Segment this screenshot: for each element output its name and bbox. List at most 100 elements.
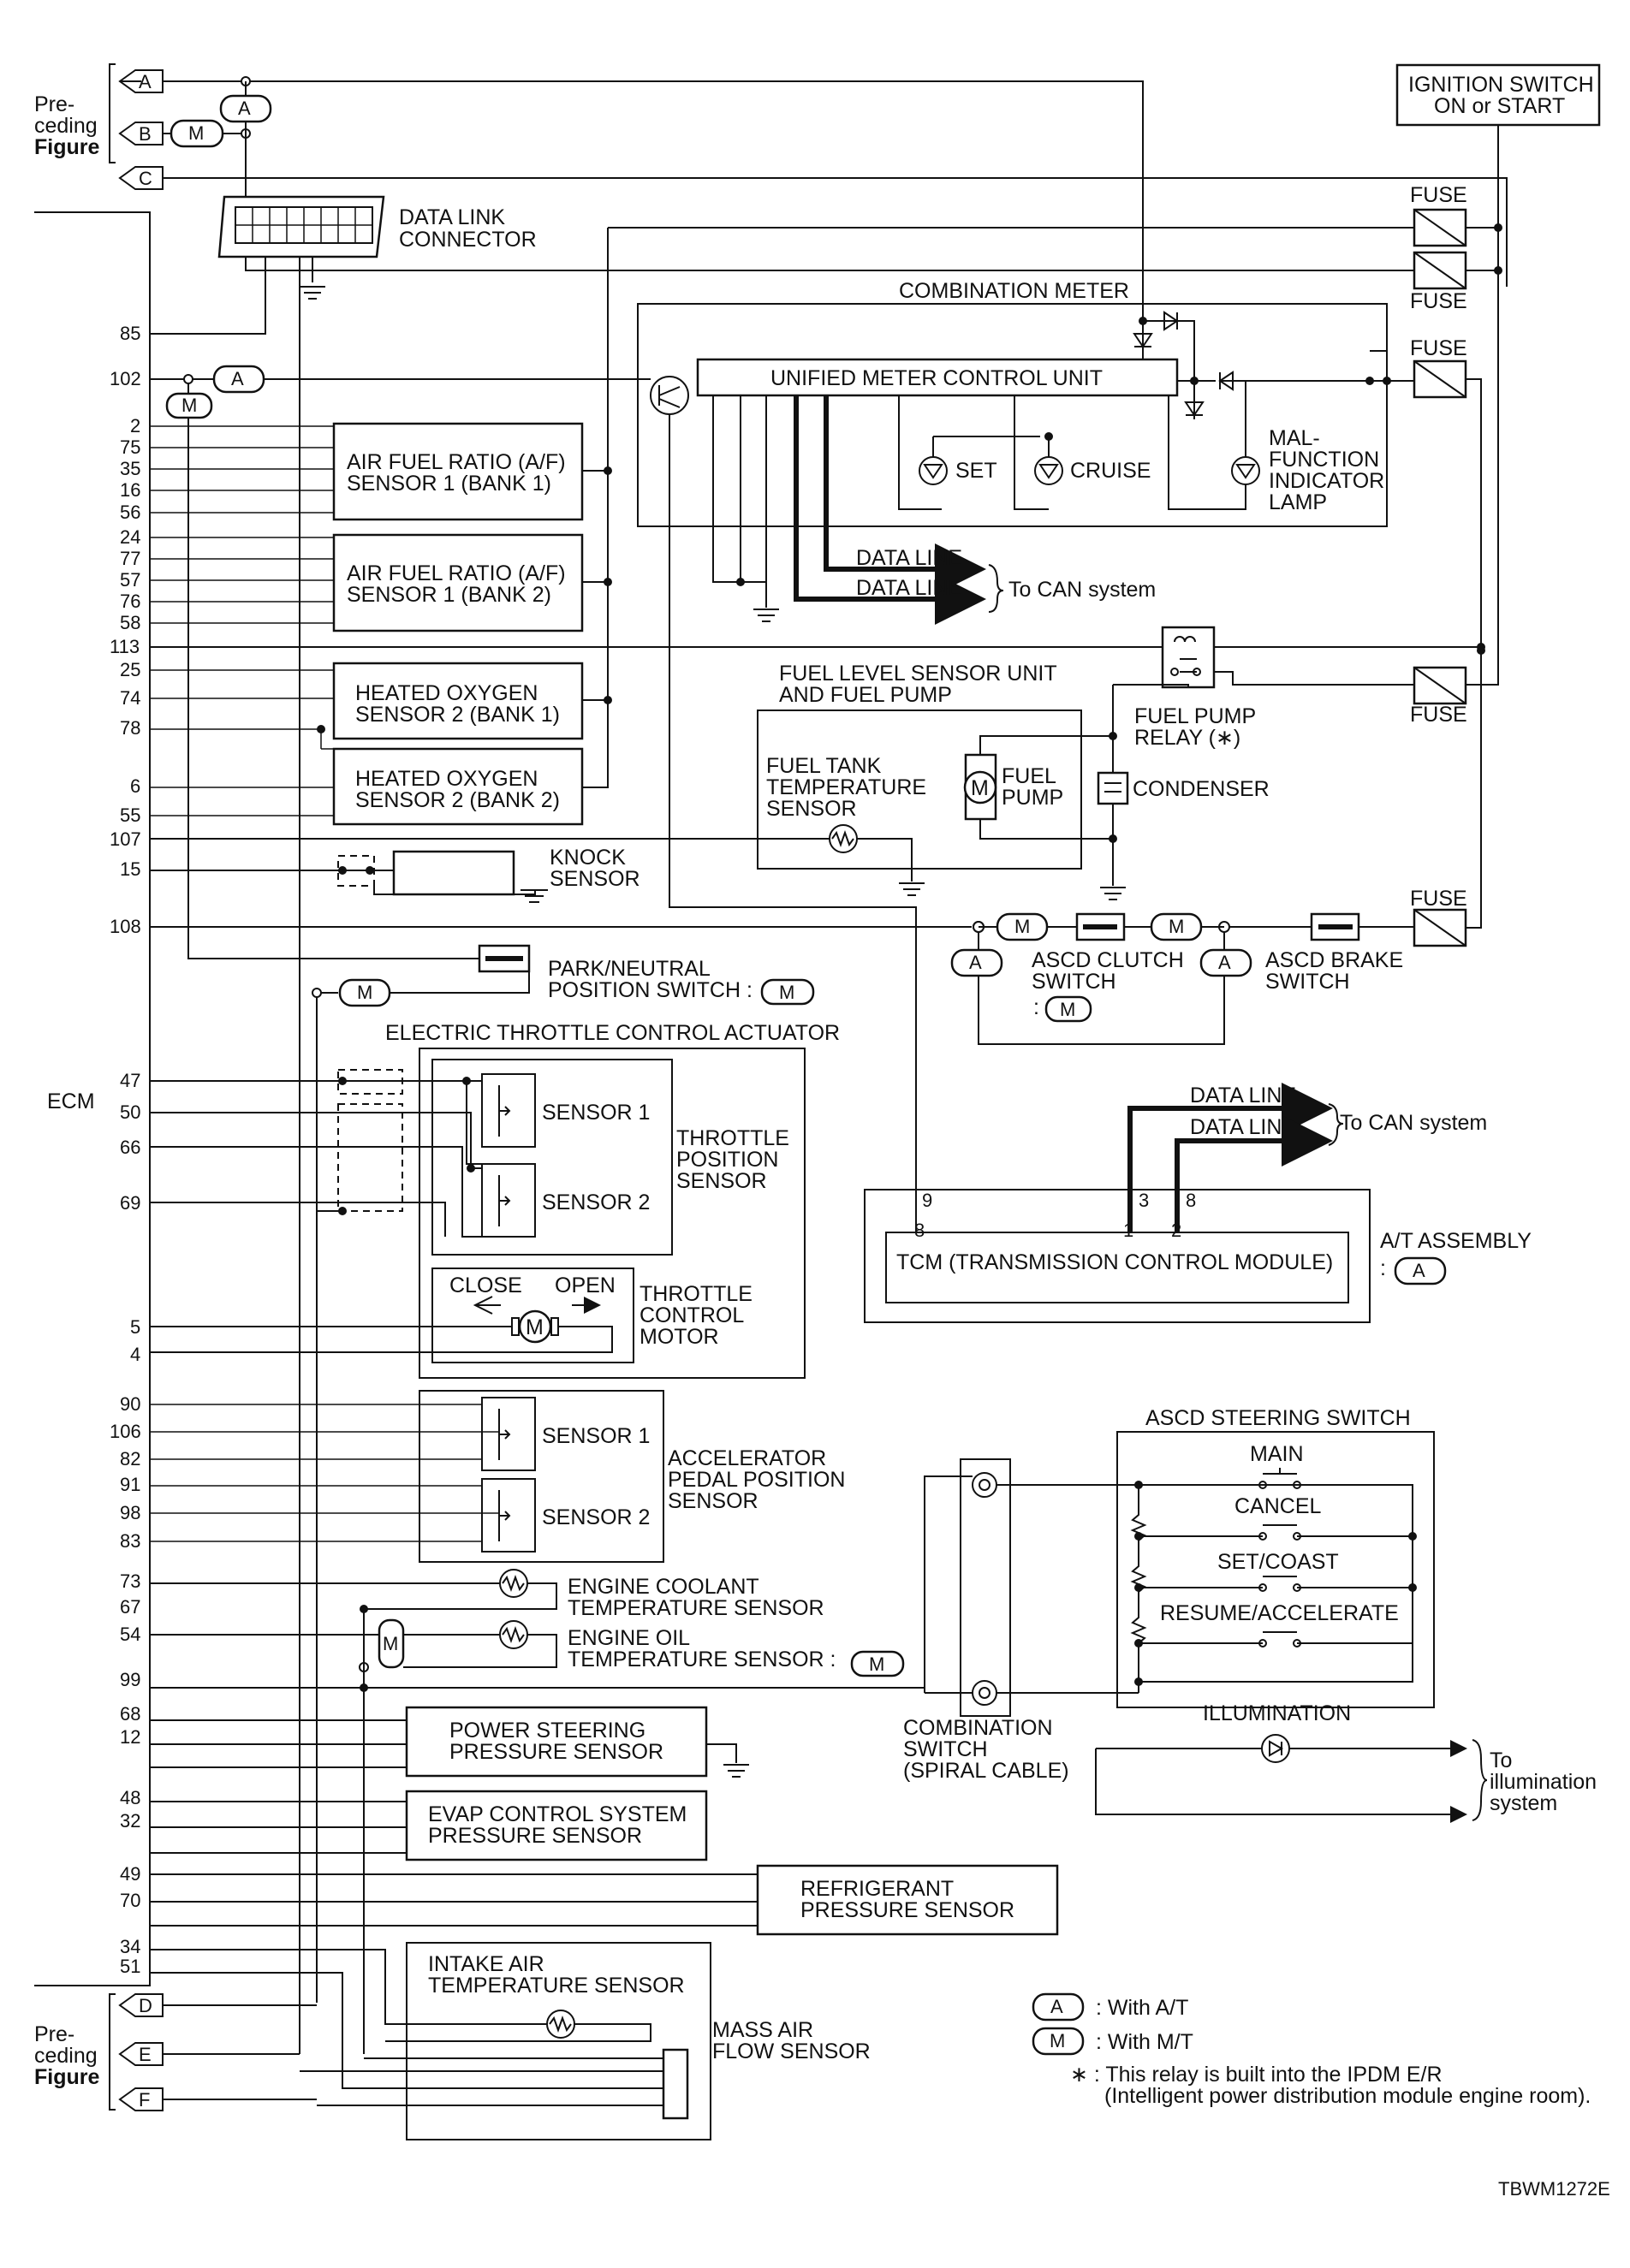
ho2-sensor-bank2: HEATED OXYGEN SENSOR 2 (BANK 2) [332,747,584,826]
svg-text:57: 57 [120,569,140,591]
svg-text:To CAN system: To CAN system [1340,1111,1487,1135]
svg-text:M: M [181,395,197,416]
svg-text:106: 106 [110,1421,141,1442]
svg-text:M: M [1050,2030,1065,2051]
svg-text:TCM (TRANSMISSION CONTROL MODU: TCM (TRANSMISSION CONTROL MODULE) [896,1250,1333,1274]
svg-text:73: 73 [120,1570,140,1592]
svg-text:SENSOR: SENSOR [668,1489,758,1513]
svg-text:CONTROL: CONTROL [640,1303,744,1327]
svg-text:49: 49 [120,1863,140,1885]
svg-text:Figure: Figure [34,135,99,159]
af-sensor-bank2: AIR FUEL RATIO (A/F) SENSOR 1 (BANK 2) [332,533,584,632]
svg-text:56: 56 [120,502,140,523]
af-sensor-bank1: AIR FUEL RATIO (A/F) SENSOR 1 (BANK 1) [332,422,584,521]
svg-text:47: 47 [120,1070,140,1091]
svg-text:HEATED OXYGEN: HEATED OXYGEN [355,767,538,791]
svg-text:15: 15 [120,858,140,880]
svg-text:32: 32 [120,1810,140,1832]
svg-text:M: M [869,1654,884,1675]
svg-text:INDICATOR: INDICATOR [1269,469,1384,493]
svg-text:B: B [139,123,152,145]
throttle-motor-icon: M [526,1315,544,1339]
svg-text:LAMP: LAMP [1269,490,1327,514]
svg-text:TEMPERATURE: TEMPERATURE [766,775,926,799]
svg-text:A: A [139,71,152,92]
legend: A : With A/T M : With M/T ∗ : This relay… [1032,1992,1591,2108]
fuel-pump-motor-icon: M [971,776,989,800]
svg-text:PRESSURE SENSOR: PRESSURE SENSOR [449,1740,663,1764]
svg-text:ASCD CLUTCH: ASCD CLUTCH [1032,948,1184,972]
svg-text:F: F [139,2089,150,2111]
svg-text:54: 54 [120,1624,140,1645]
svg-text:SENSOR 1: SENSOR 1 [542,1101,650,1125]
svg-text:Figure: Figure [34,2065,99,2089]
svg-text:24: 24 [120,526,140,548]
svg-text:AND FUEL PUMP: AND FUEL PUMP [779,683,952,707]
park-neutral-position-switch: PARK/NEUTRAL POSITION SWITCH : M M [312,944,815,1007]
svg-text:FUNCTION: FUNCTION [1269,448,1379,472]
svg-text:HEATED OXYGEN: HEATED OXYGEN [355,681,538,705]
svg-text:75: 75 [120,436,140,458]
svg-text:FUSE: FUSE [1410,289,1467,313]
svg-text:SENSOR 1: SENSOR 1 [542,1424,650,1448]
svg-text:MOTOR: MOTOR [640,1325,719,1349]
svg-text:51: 51 [120,1956,140,1977]
engine-oil-temperature-sensor: M ENGINE OIL TEMPERATURE SENSOR : M [150,1618,905,1677]
svg-text:5: 5 [130,1316,140,1338]
svg-text:6: 6 [130,775,140,797]
svg-text:THROTTLE: THROTTLE [640,1282,753,1306]
svg-text:SET: SET [955,459,997,483]
svg-text:PRESSURE SENSOR: PRESSURE SENSOR [800,1898,1014,1922]
svg-text:PRESSURE SENSOR: PRESSURE SENSOR [428,1824,642,1848]
svg-text:SENSOR 2 (BANK 1): SENSOR 2 (BANK 1) [355,703,560,727]
svg-text:83: 83 [120,1530,140,1552]
svg-text:FUEL PUMP: FUEL PUMP [1134,704,1256,728]
svg-text:SET/COAST: SET/COAST [1217,1550,1339,1574]
svg-text:FUSE: FUSE [1410,703,1467,727]
engine-coolant-temperature-sensor: ENGINE COOLANT TEMPERATURE SENSOR [150,1569,824,1620]
svg-text:: With M/T: : With M/T [1096,2030,1193,2054]
svg-text:55: 55 [120,804,140,826]
svg-text:A/T ASSEMBLY: A/T ASSEMBLY [1380,1229,1532,1253]
svg-text:SENSOR 1 (BANK 1): SENSOR 1 (BANK 1) [347,472,551,496]
svg-text:77: 77 [120,548,140,569]
svg-text:Pre-: Pre- [34,92,74,116]
svg-text:A: A [969,952,982,973]
svg-text:34: 34 [120,1936,140,1957]
svg-text:SENSOR 1 (BANK 2): SENSOR 1 (BANK 2) [347,583,551,607]
svg-text:68: 68 [120,1703,140,1725]
svg-text:ELECTRIC THROTTLE CONTROL ACTU: ELECTRIC THROTTLE CONTROL ACTUATOR [385,1021,840,1045]
svg-text:IGNITION SWITCH: IGNITION SWITCH [1408,73,1594,97]
svg-text:58: 58 [120,612,140,633]
svg-text:FUSE: FUSE [1410,336,1467,360]
svg-text:EVAP CONTROL SYSTEM: EVAP CONTROL SYSTEM [428,1802,687,1826]
option-a-text: A [238,98,251,119]
to-can-system-1: To CAN system [1008,578,1156,602]
svg-text:CRUISE: CRUISE [1070,459,1151,483]
svg-text:91: 91 [120,1474,140,1495]
knock-sensor: KNOCK SENSOR [150,846,640,903]
svg-text:DATA LINE: DATA LINE [1190,1115,1296,1139]
svg-text:AIR FUEL RATIO (A/F): AIR FUEL RATIO (A/F) [347,561,566,585]
fuse-3: FUSE [1410,336,1467,399]
svg-text:ENGINE COOLANT: ENGINE COOLANT [568,1575,759,1599]
svg-text:A: A [231,368,244,389]
svg-text:SENSOR 2: SENSOR 2 [542,1190,650,1214]
svg-text:AIR FUEL RATIO (A/F): AIR FUEL RATIO (A/F) [347,450,566,474]
fuse-4: FUSE [1410,666,1467,727]
evap-control-system-pressure-sensor: EVAP CONTROL SYSTEM PRESSURE SENSOR [150,1790,708,1861]
svg-text:FUEL TANK: FUEL TANK [766,754,882,778]
connector-d-bottom: D [118,1993,317,2017]
svg-text:COMBINATION: COMBINATION [903,1716,1053,1740]
svg-text:2: 2 [130,415,140,436]
fuse-1: FUSE [1410,183,1467,247]
data-link-connector: DATA LINK CONNECTOR [217,195,537,258]
svg-text:∗ : This relay is built into t: ∗ : This relay is built into the IPDM E/… [1070,2063,1443,2087]
data-line-2: DATA LINE [856,576,962,600]
svg-text:FUEL: FUEL [1002,764,1056,788]
svg-text:MASS AIR: MASS AIR [712,2018,813,2042]
svg-text:COMBINATION METER: COMBINATION METER [899,279,1129,303]
svg-text:POSITION SWITCH :: POSITION SWITCH : [548,978,753,1002]
svg-text:PARK/NEUTRAL: PARK/NEUTRAL [548,957,711,981]
svg-text:8: 8 [1186,1190,1196,1211]
